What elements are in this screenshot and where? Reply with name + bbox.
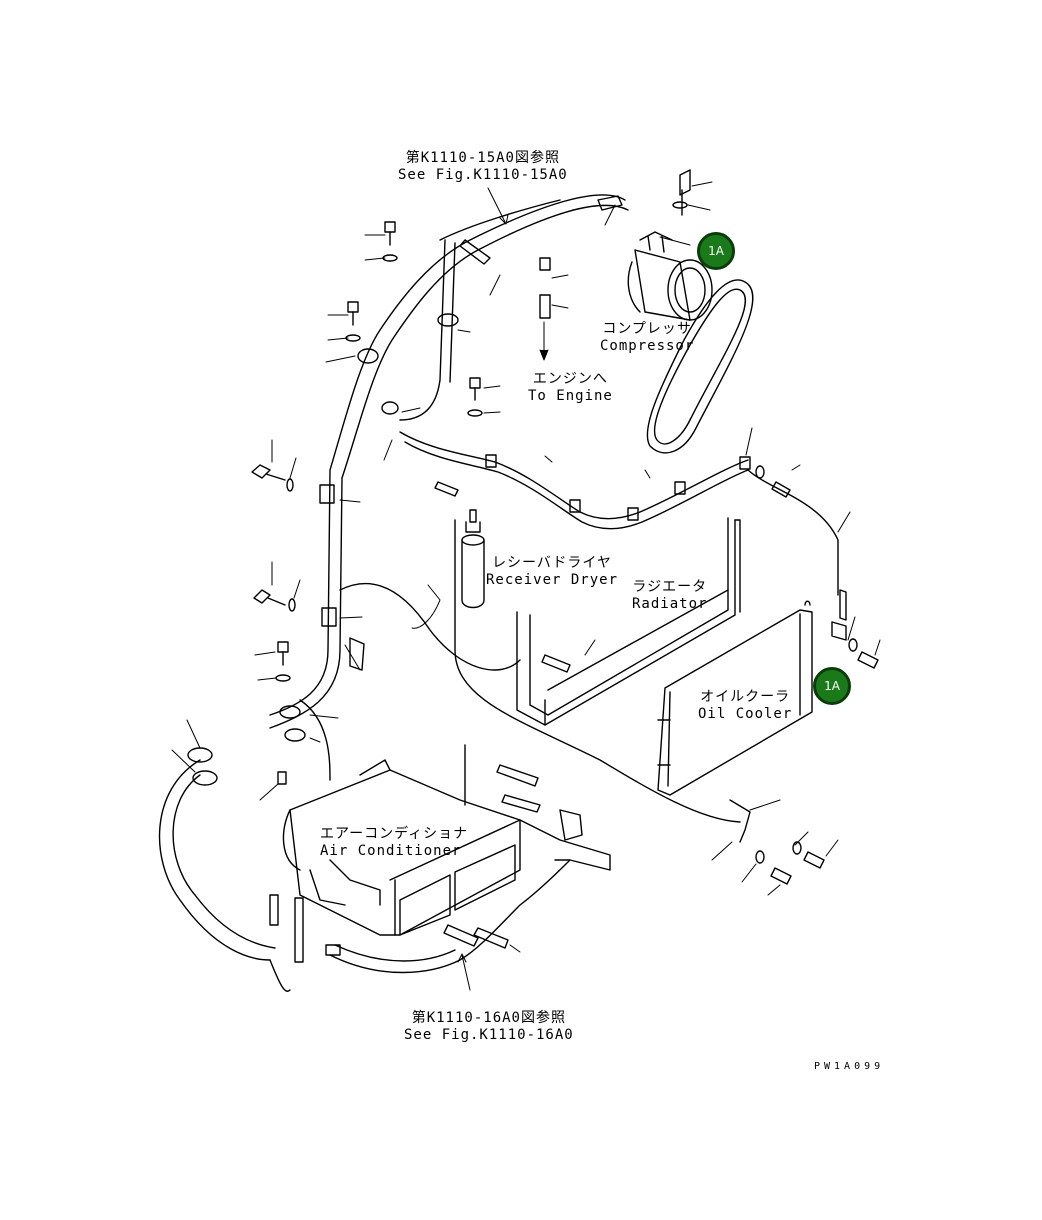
leader-lines (171, 181, 881, 953)
air-conditioner-label: エアーコンディショナ Air Conditioner (320, 826, 468, 860)
oil-cooler-label: オイルクーラ Oil Cooler (698, 689, 792, 723)
radiator-part (516, 517, 741, 726)
air-conditioner-label-ja: エアーコンディショナ (320, 826, 469, 842)
oil-cooler-label-ja: オイルクーラ (700, 689, 791, 705)
washer-fasteners (275, 201, 858, 864)
reference-top: 第K1110-15A0図参照 See Fig.K1110-15A0 (398, 150, 568, 184)
reference-arrows (457, 187, 549, 991)
receiver-dryer-label: レシーバドライヤ Receiver Dryer (486, 555, 618, 589)
hose-lines (158, 194, 839, 992)
oil-cooler-label-en: Oil Cooler (698, 706, 793, 722)
oil-cooler-part (657, 600, 813, 796)
air-conditioner-part (282, 744, 611, 936)
receiver-dryer-part (461, 509, 485, 609)
compressor-label: コンプレッサ Compressor (600, 321, 694, 355)
reference-bottom: 第K1110-16A0図参照 See Fig.K1110-16A0 (404, 1010, 574, 1044)
radiator-label: ラジエータ Radiator (632, 579, 707, 613)
air-conditioner-label-en: Air Conditioner (320, 843, 462, 859)
reference-bottom-ja: 第K1110-16A0図参照 (411, 1010, 566, 1026)
engine-label: エンジンへ To Engine (528, 371, 613, 405)
figure-id: PW1A099 (814, 1061, 885, 1072)
reference-top-ja: 第K1110-15A0図参照 (405, 150, 560, 166)
compressor-label-en: Compressor (600, 338, 695, 354)
drive-belt (646, 279, 754, 454)
engine-label-en: To Engine (528, 388, 613, 404)
compressor-part (627, 231, 713, 321)
hose-clamps (187, 313, 751, 956)
bolt-fasteners (251, 169, 879, 885)
radiator-label-en: Radiator (632, 596, 708, 612)
reference-bottom-en: See Fig.K1110-16A0 (404, 1027, 574, 1043)
compressor-label-ja: コンプレッサ (602, 321, 692, 337)
compressor-callout-badge[interactable]: 1A (697, 232, 735, 270)
hose-fittings (269, 195, 847, 963)
receiver-dryer-label-en: Receiver Dryer (486, 572, 619, 588)
reference-top-en: See Fig.K1110-15A0 (398, 167, 568, 183)
engine-label-ja: エンジンへ (532, 371, 608, 387)
oil-cooler-callout-badge[interactable]: 1A (813, 667, 851, 705)
receiver-dryer-label-ja: レシーバドライヤ (492, 555, 612, 571)
radiator-label-ja: ラジエータ (632, 579, 708, 595)
